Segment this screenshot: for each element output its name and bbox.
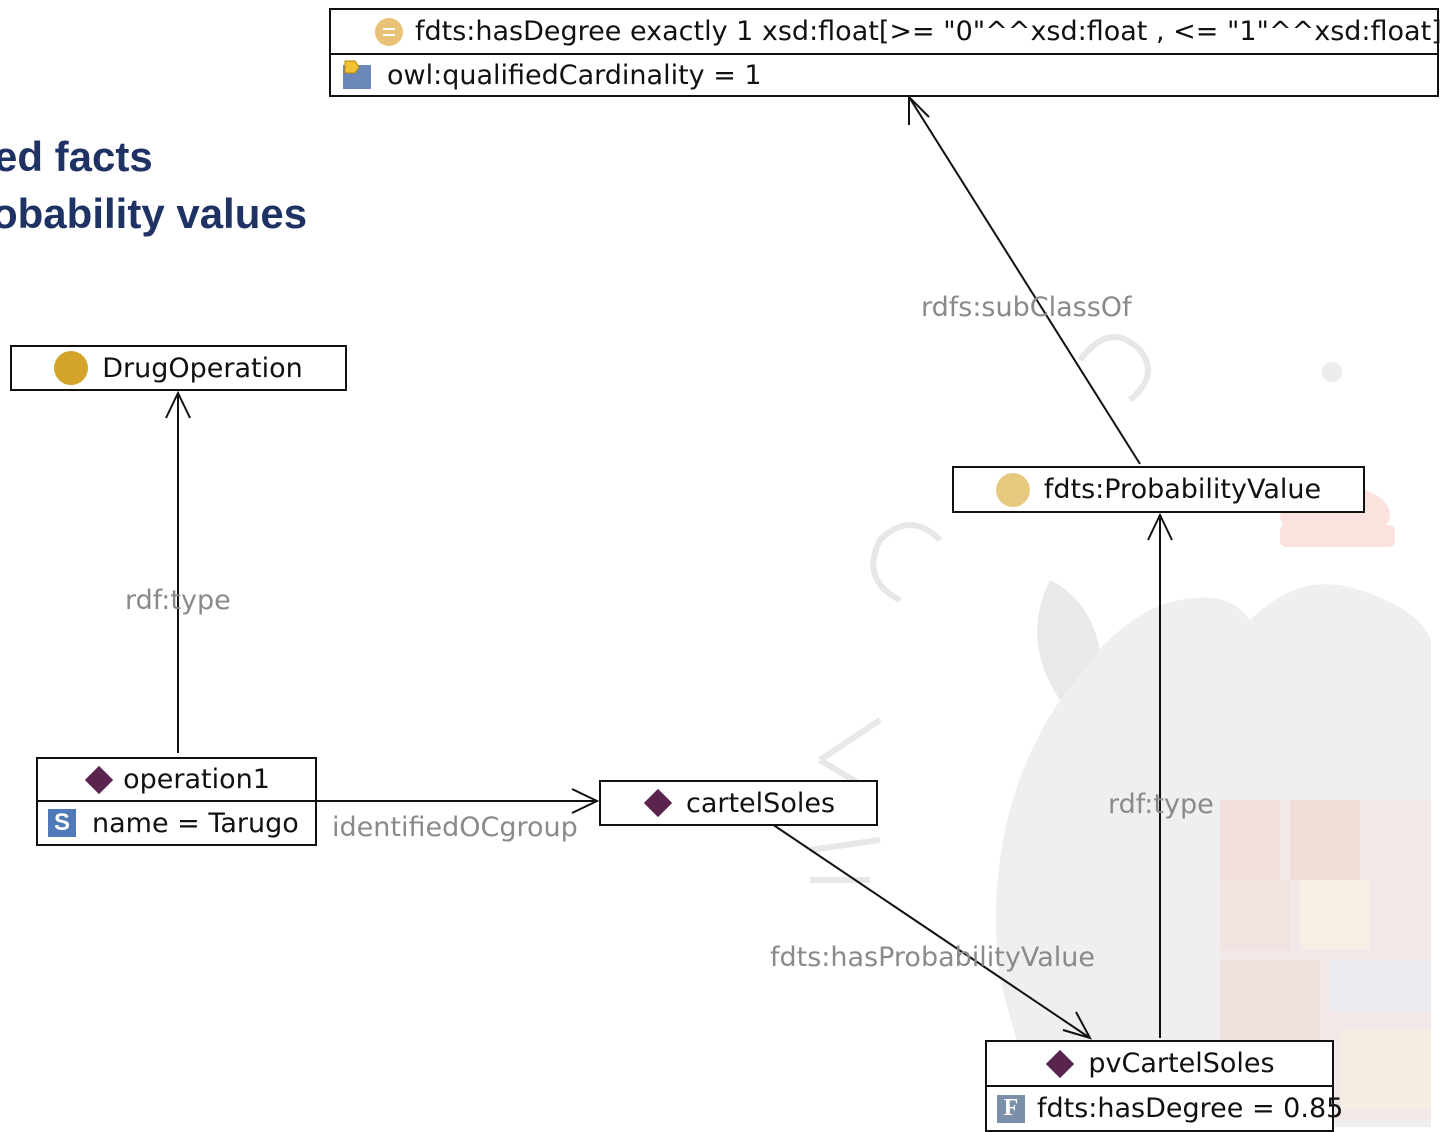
restriction-node[interactable]: fdts:hasDegree exactly 1 xsd:float[>= "0… xyxy=(329,8,1442,97)
edge-has-prob xyxy=(771,823,1091,1039)
slide-title-line-1: ed facts xyxy=(0,133,153,180)
edge-subclass xyxy=(908,96,1141,465)
individual-label: operation1 xyxy=(123,764,270,795)
restriction-expression: fdts:hasDegree exactly 1 xsd:float[>= "0… xyxy=(415,16,1442,47)
individual-property: name = Tarugo xyxy=(92,807,299,839)
edge-label-op-type: rdf:type xyxy=(125,585,231,616)
individual-icon xyxy=(1046,1049,1075,1078)
class-label: DrugOperation xyxy=(102,352,303,384)
individual-icon xyxy=(643,788,673,818)
restriction-icon xyxy=(375,17,403,46)
edge-label-subclass: rdfs:subClassOf xyxy=(921,292,1132,323)
edge-label-pv-type: rdf:type xyxy=(1108,789,1214,820)
class-node-drug-operation[interactable]: DrugOperation xyxy=(10,345,347,391)
class-node-probability-value[interactable]: fdts:ProbabilityValue xyxy=(952,466,1365,513)
annotation-icon xyxy=(341,59,373,91)
individual-label: cartelSoles xyxy=(685,787,836,819)
string-property-icon: S xyxy=(48,809,76,837)
slide-title-line-2: obability values xyxy=(0,190,308,237)
individual-node-pv-cartel-soles[interactable]: pvCartelSoles F fdts:hasDegree = 0.85 xyxy=(985,1040,1343,1132)
class-icon xyxy=(995,472,1030,507)
edge-label-identified: identifiedOCgroup xyxy=(332,812,578,843)
edge-label-has-prob: fdts:hasProbabilityValue xyxy=(770,942,1095,973)
cardinality-annotation: owl:qualifiedCardinality = 1 xyxy=(387,59,762,91)
individual-node-cartel-soles[interactable]: cartelSoles xyxy=(599,780,878,826)
individual-node-operation1[interactable]: operation1 S name = Tarugo xyxy=(36,757,317,846)
individual-icon xyxy=(84,765,114,794)
individual-label: pvCartelSoles xyxy=(1088,1048,1275,1079)
class-icon xyxy=(54,351,89,385)
individual-property: fdts:hasDegree = 0.85 xyxy=(1037,1093,1344,1124)
class-label: fdts:ProbabilityValue xyxy=(1043,474,1322,505)
float-property-icon: F xyxy=(997,1094,1025,1123)
